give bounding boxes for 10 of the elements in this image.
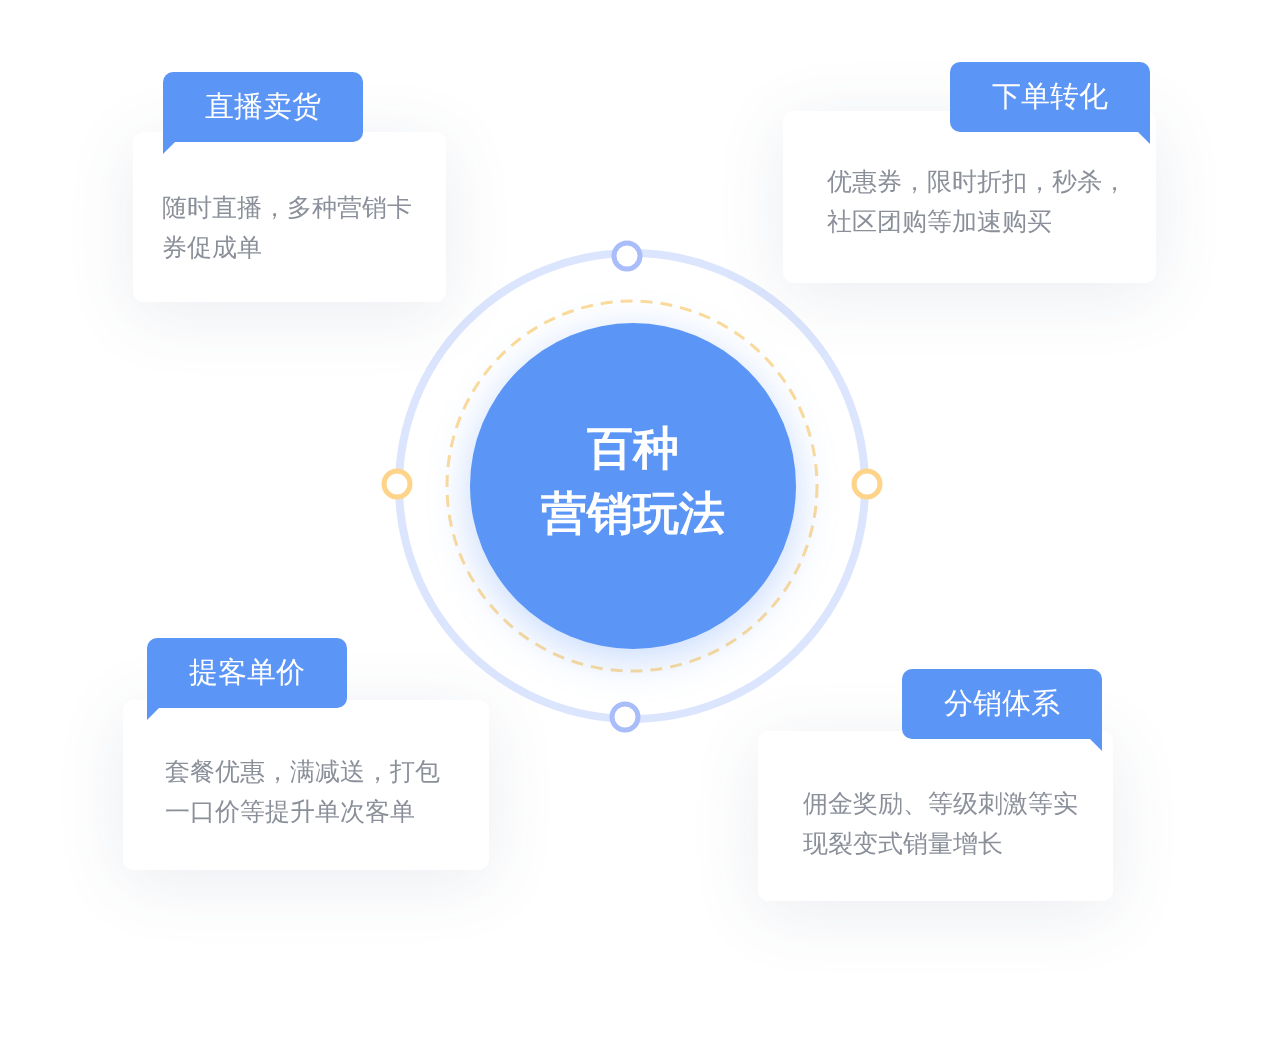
center-title: 百种: [586, 420, 680, 477]
center-title: 营销玩法: [540, 485, 726, 542]
heading-tab: 分销体系: [902, 669, 1102, 739]
heading-tab: 直播卖货: [163, 72, 363, 142]
card-text: 套餐优惠，满减送，打包一口价等提升单次客单: [165, 756, 441, 828]
heading-tab: 提客单价: [147, 638, 347, 708]
card-text: 优惠券，限时折扣，秒杀，社区团购等加速购买: [827, 166, 1128, 238]
heading-tab: 下单转化: [950, 62, 1150, 132]
card-text: 随时直播，多种营销卡券促成单: [162, 192, 412, 264]
card-text: 佣金奖励、等级刺激等实现裂变式销量增长: [803, 788, 1078, 860]
